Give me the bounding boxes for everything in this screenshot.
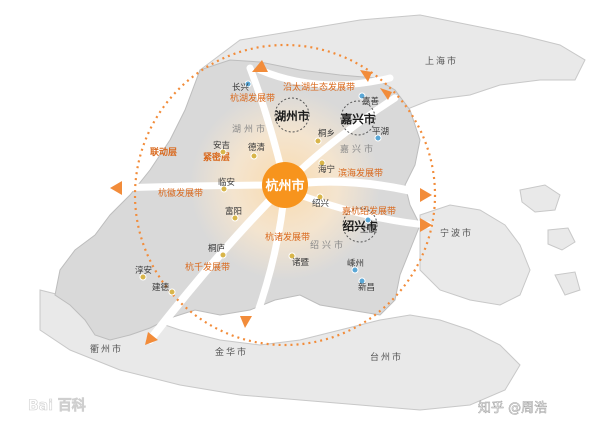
island-1 <box>519 184 561 213</box>
belt-label-taihu: 沿太湖生态发展带 <box>283 81 355 93</box>
belt-label-jiahangshao: 嘉杭绍发展带 <box>342 205 396 217</box>
town-label-jiande: 建德 <box>152 282 170 293</box>
town-dot-jiashan <box>358 92 366 100</box>
town-label-tonglu: 桐庐 <box>208 243 225 254</box>
outer-label-shanghai: 上海市 <box>425 55 458 67</box>
town-dot-pinghu <box>374 134 382 142</box>
town-label-shaoxing: 绍兴 <box>312 198 330 209</box>
outer-label-jinhua: 金华市 <box>215 346 248 358</box>
watermark-left: Bai 百科 <box>28 397 86 414</box>
arrow-ne-2 <box>380 88 392 100</box>
island-3 <box>554 271 581 296</box>
city-marker-jiaxing <box>340 100 376 136</box>
outer-label-ningbo: 宁波市 <box>440 227 473 239</box>
town-dot-shaoxing <box>316 193 324 201</box>
belt-label-hangzhu: 杭诸发展带 <box>265 231 310 243</box>
belt-label-hanghu: 杭湖发展带 <box>230 92 275 104</box>
watermark-right: 知乎 @周浩 <box>478 400 547 416</box>
town-label-shangyu: 上虞 <box>360 224 378 235</box>
outer-label-taizhou: 台州市 <box>370 351 403 363</box>
town-label-haining: 海宁 <box>318 164 335 175</box>
town-label-xinchang: 新昌 <box>358 282 375 293</box>
town-dot-anji <box>219 148 227 156</box>
arrow-ne-1 <box>360 70 372 82</box>
core-city-marker <box>262 162 308 208</box>
island-2 <box>547 227 576 251</box>
belt-label-hangqian: 杭千发展带 <box>185 261 230 273</box>
core-city-label: 杭州市 <box>265 178 304 194</box>
town-label-chunan: 淳安 <box>135 265 152 276</box>
city-marker-huzhou <box>274 97 310 133</box>
city-marker-shaoxing <box>342 207 378 243</box>
influence-ring <box>133 43 437 347</box>
town-label-pinghu: 平湖 <box>372 127 389 137</box>
belt-label-hanghui: 杭徽发展带 <box>158 187 203 199</box>
town-dot-tongxiang <box>314 137 322 145</box>
arrow-south <box>240 316 252 328</box>
town-dot-zhuji <box>288 252 296 260</box>
outer-label-quzhou: 衢州市 <box>90 343 123 355</box>
belt-taihu <box>256 66 394 89</box>
town-dot-chunan <box>139 273 147 281</box>
district-label-jiaxing: 嘉兴市 <box>340 143 376 155</box>
town-label-shengzhou: 嵊州 <box>347 258 364 269</box>
district-label-huzhou: 湖州市 <box>232 123 268 135</box>
district-label-shaoxing: 绍兴市 <box>310 239 346 251</box>
town-label-linan: 临安 <box>218 177 235 188</box>
town-dot-fuyang <box>231 214 239 222</box>
belt-huicheng <box>111 181 289 192</box>
land-east <box>419 204 531 306</box>
town-label-anji: 安吉 <box>213 140 230 151</box>
city-label-huzhou: 湖州市 <box>275 109 310 123</box>
town-dot-jiande <box>168 288 176 296</box>
arrow-east <box>420 188 432 202</box>
belt-jiahangshao <box>296 191 432 229</box>
town-label-jiashan: 嘉善 <box>362 96 380 107</box>
town-label-changxing: 长兴 <box>232 82 250 93</box>
town-label-tongxiang: 桐乡 <box>318 128 335 139</box>
arrow-se <box>420 218 432 232</box>
arrow-west <box>110 181 122 195</box>
land-south <box>39 289 521 411</box>
town-dot-haining <box>318 159 326 167</box>
town-dot-changxing <box>244 80 252 88</box>
belt-label-binhai: 滨海发展带 <box>338 167 383 179</box>
town-dot-shengzhou <box>351 266 359 274</box>
town-label-zhuji: 诸暨 <box>292 258 310 268</box>
arrow-north <box>252 60 268 72</box>
town-dot-tonglu <box>219 251 227 259</box>
town-dot-deqing <box>250 152 258 160</box>
arrow-sw <box>145 332 158 345</box>
town-dot-linan <box>220 185 228 193</box>
town-label-deqing: 德清 <box>248 142 266 153</box>
town-dot-shangyu <box>364 216 372 224</box>
town-dot-xinchang <box>358 277 366 285</box>
city-label-jiaxing: 嘉兴市 <box>340 112 376 126</box>
zone-label-linked: 联动层 <box>150 146 177 158</box>
town-label-fuyang: 富阳 <box>225 206 242 217</box>
